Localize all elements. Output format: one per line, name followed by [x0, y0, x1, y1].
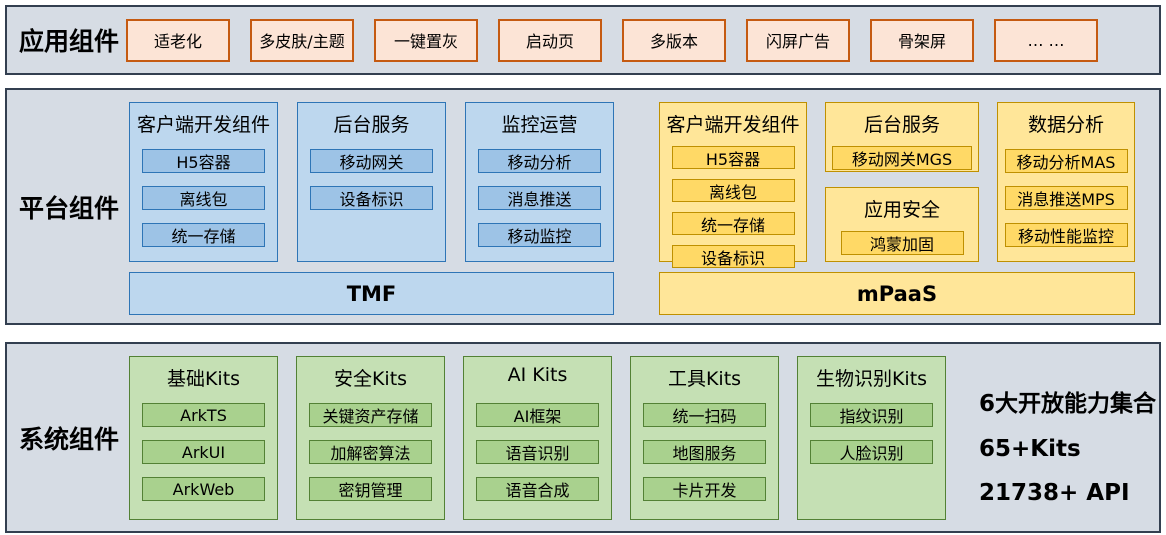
group-title: AI Kits — [507, 364, 568, 386]
group-title: 后台服务 — [333, 114, 410, 136]
tmf-groups-row: 客户端开发组件 H5容器 离线包 统一存储 后台服务 移动网关 设备标识 监控运… — [129, 102, 614, 262]
system-content: 基础Kits ArkTS ArkUI ArkWeb 安全Kits 关键资产存储 … — [129, 344, 1156, 531]
component-item: AI框架 — [476, 403, 599, 427]
component-item: 指纹识别 — [810, 403, 933, 427]
component-item: ArkTS — [142, 403, 265, 427]
mpaas-bar: mPaaS — [659, 272, 1135, 315]
mpaas-groups-row: 客户端开发组件 H5容器 离线包 统一存储 设备标识 后台服务 移动网关MGS … — [659, 102, 1135, 268]
group-title: 生物识别Kits — [815, 368, 928, 390]
mpaas-group-client-dev: 客户端开发组件 H5容器 离线包 统一存储 设备标识 — [659, 102, 807, 268]
component-item: 移动性能监控 — [1004, 223, 1128, 247]
component-item: 离线包 — [142, 186, 265, 210]
mpaas-section: 客户端开发组件 H5容器 离线包 统一存储 设备标识 后台服务 移动网关MGS … — [659, 102, 1135, 323]
component-item: 语音合成 — [476, 477, 599, 501]
kits-group-basic: 基础Kits ArkTS ArkUI ArkWeb — [129, 356, 278, 520]
band-label-system: 系统组件 — [19, 424, 120, 454]
band-label-app: 应用组件 — [19, 27, 120, 56]
platform-content: 客户端开发组件 H5容器 离线包 统一存储 后台服务 移动网关 设备标识 监控运… — [129, 90, 1135, 323]
component-item: 卡片开发 — [643, 477, 766, 501]
kits-group-security: 安全Kits 关键资产存储 加解密算法 密钥管理 — [296, 356, 445, 520]
app-item-splash-ads: 闪屏广告 — [746, 18, 850, 62]
component-item: 移动网关MGS — [832, 146, 972, 170]
app-item-one-key-gray: 一键置灰 — [374, 18, 478, 62]
component-item: 离线包 — [671, 179, 795, 202]
app-items-row: 适老化 多皮肤/主题 一键置灰 启动页 多版本 闪屏广告 骨架屏 … … — [126, 18, 1098, 62]
summary-line-kits-count: 65+Kits — [979, 436, 1081, 462]
summary-line-capability-sets: 6大开放能力集合 — [979, 391, 1157, 417]
component-item: 统一扫码 — [643, 403, 766, 427]
component-item: 统一存储 — [671, 212, 795, 235]
app-item-multi-skin-theme: 多皮肤/主题 — [250, 18, 354, 62]
component-item: 设备标识 — [671, 245, 795, 268]
tmf-group-client-dev: 客户端开发组件 H5容器 离线包 统一存储 — [129, 102, 278, 262]
group-title: 监控运营 — [501, 114, 578, 136]
app-components-band: 应用组件 适老化 多皮肤/主题 一键置灰 启动页 多版本 闪屏广告 骨架屏 … … — [5, 5, 1161, 75]
group-title: 安全Kits — [333, 368, 408, 390]
component-item: 地图服务 — [643, 440, 766, 464]
mpaas-group-backend-services: 后台服务 移动网关MGS — [825, 102, 979, 172]
component-item: H5容器 — [671, 146, 795, 169]
group-title: 基础Kits — [166, 368, 241, 390]
summary-line-api-count: 21738+ API — [979, 480, 1130, 506]
component-item: 鸿蒙加固 — [840, 231, 964, 255]
kits-group-ai: AI Kits AI框架 语音识别 语音合成 — [463, 356, 612, 520]
component-item: 消息推送 — [478, 186, 601, 210]
app-item-skeleton-screen: 骨架屏 — [870, 18, 974, 62]
tmf-bar: TMF — [129, 272, 614, 315]
mpaas-group-app-security: 应用安全 鸿蒙加固 — [825, 187, 979, 262]
tmf-section: 客户端开发组件 H5容器 离线包 统一存储 后台服务 移动网关 设备标识 监控运… — [129, 102, 614, 323]
group-title: 客户端开发组件 — [136, 114, 270, 136]
app-item-aging-friendly: 适老化 — [126, 18, 230, 62]
capability-summary: 6大开放能力集合 65+Kits 21738+ API — [979, 356, 1156, 531]
tmf-group-monitoring-ops: 监控运营 移动分析 消息推送 移动监控 — [465, 102, 614, 262]
component-item: 设备标识 — [310, 186, 433, 210]
mpaas-middle-column: 后台服务 移动网关MGS 应用安全 鸿蒙加固 — [825, 102, 979, 262]
component-item: 语音识别 — [476, 440, 599, 464]
component-item: 密钥管理 — [309, 477, 432, 501]
app-item-ellipsis: … … — [994, 18, 1098, 62]
kits-group-biometrics: 生物识别Kits 指纹识别 人脸识别 — [797, 356, 946, 520]
app-item-multi-version: 多版本 — [622, 18, 726, 62]
kits-group-tools: 工具Kits 统一扫码 地图服务 卡片开发 — [630, 356, 779, 520]
component-item: H5容器 — [142, 149, 265, 173]
component-item: 移动监控 — [478, 223, 601, 247]
component-item: 统一存储 — [142, 223, 265, 247]
system-components-band: 系统组件 基础Kits ArkTS ArkUI ArkWeb 安全Kits 关键… — [5, 342, 1161, 533]
group-title: 客户端开发组件 — [666, 114, 800, 136]
tmf-group-backend-services: 后台服务 移动网关 设备标识 — [297, 102, 446, 262]
band-label-platform: 平台组件 — [19, 193, 120, 223]
platform-components-band: 平台组件 客户端开发组件 H5容器 离线包 统一存储 后台服务 移动网关 设备标… — [5, 88, 1161, 325]
group-title: 后台服务 — [863, 114, 940, 136]
component-item: 移动网关 — [310, 149, 433, 173]
component-item: 移动分析MAS — [1004, 149, 1128, 173]
app-item-splash-page: 启动页 — [498, 18, 602, 62]
mpaas-group-data-analytics: 数据分析 移动分析MAS 消息推送MPS 移动性能监控 — [997, 102, 1135, 262]
group-title: 数据分析 — [1027, 114, 1104, 136]
component-item: 加解密算法 — [309, 440, 432, 464]
group-title: 工具Kits — [667, 368, 742, 390]
component-item: 人脸识别 — [810, 440, 933, 464]
component-item: 消息推送MPS — [1004, 186, 1128, 210]
component-item: 移动分析 — [478, 149, 601, 173]
component-item: 关键资产存储 — [309, 403, 432, 427]
component-item: ArkUI — [142, 440, 265, 464]
group-title: 应用安全 — [863, 199, 940, 221]
component-item: ArkWeb — [142, 477, 265, 501]
